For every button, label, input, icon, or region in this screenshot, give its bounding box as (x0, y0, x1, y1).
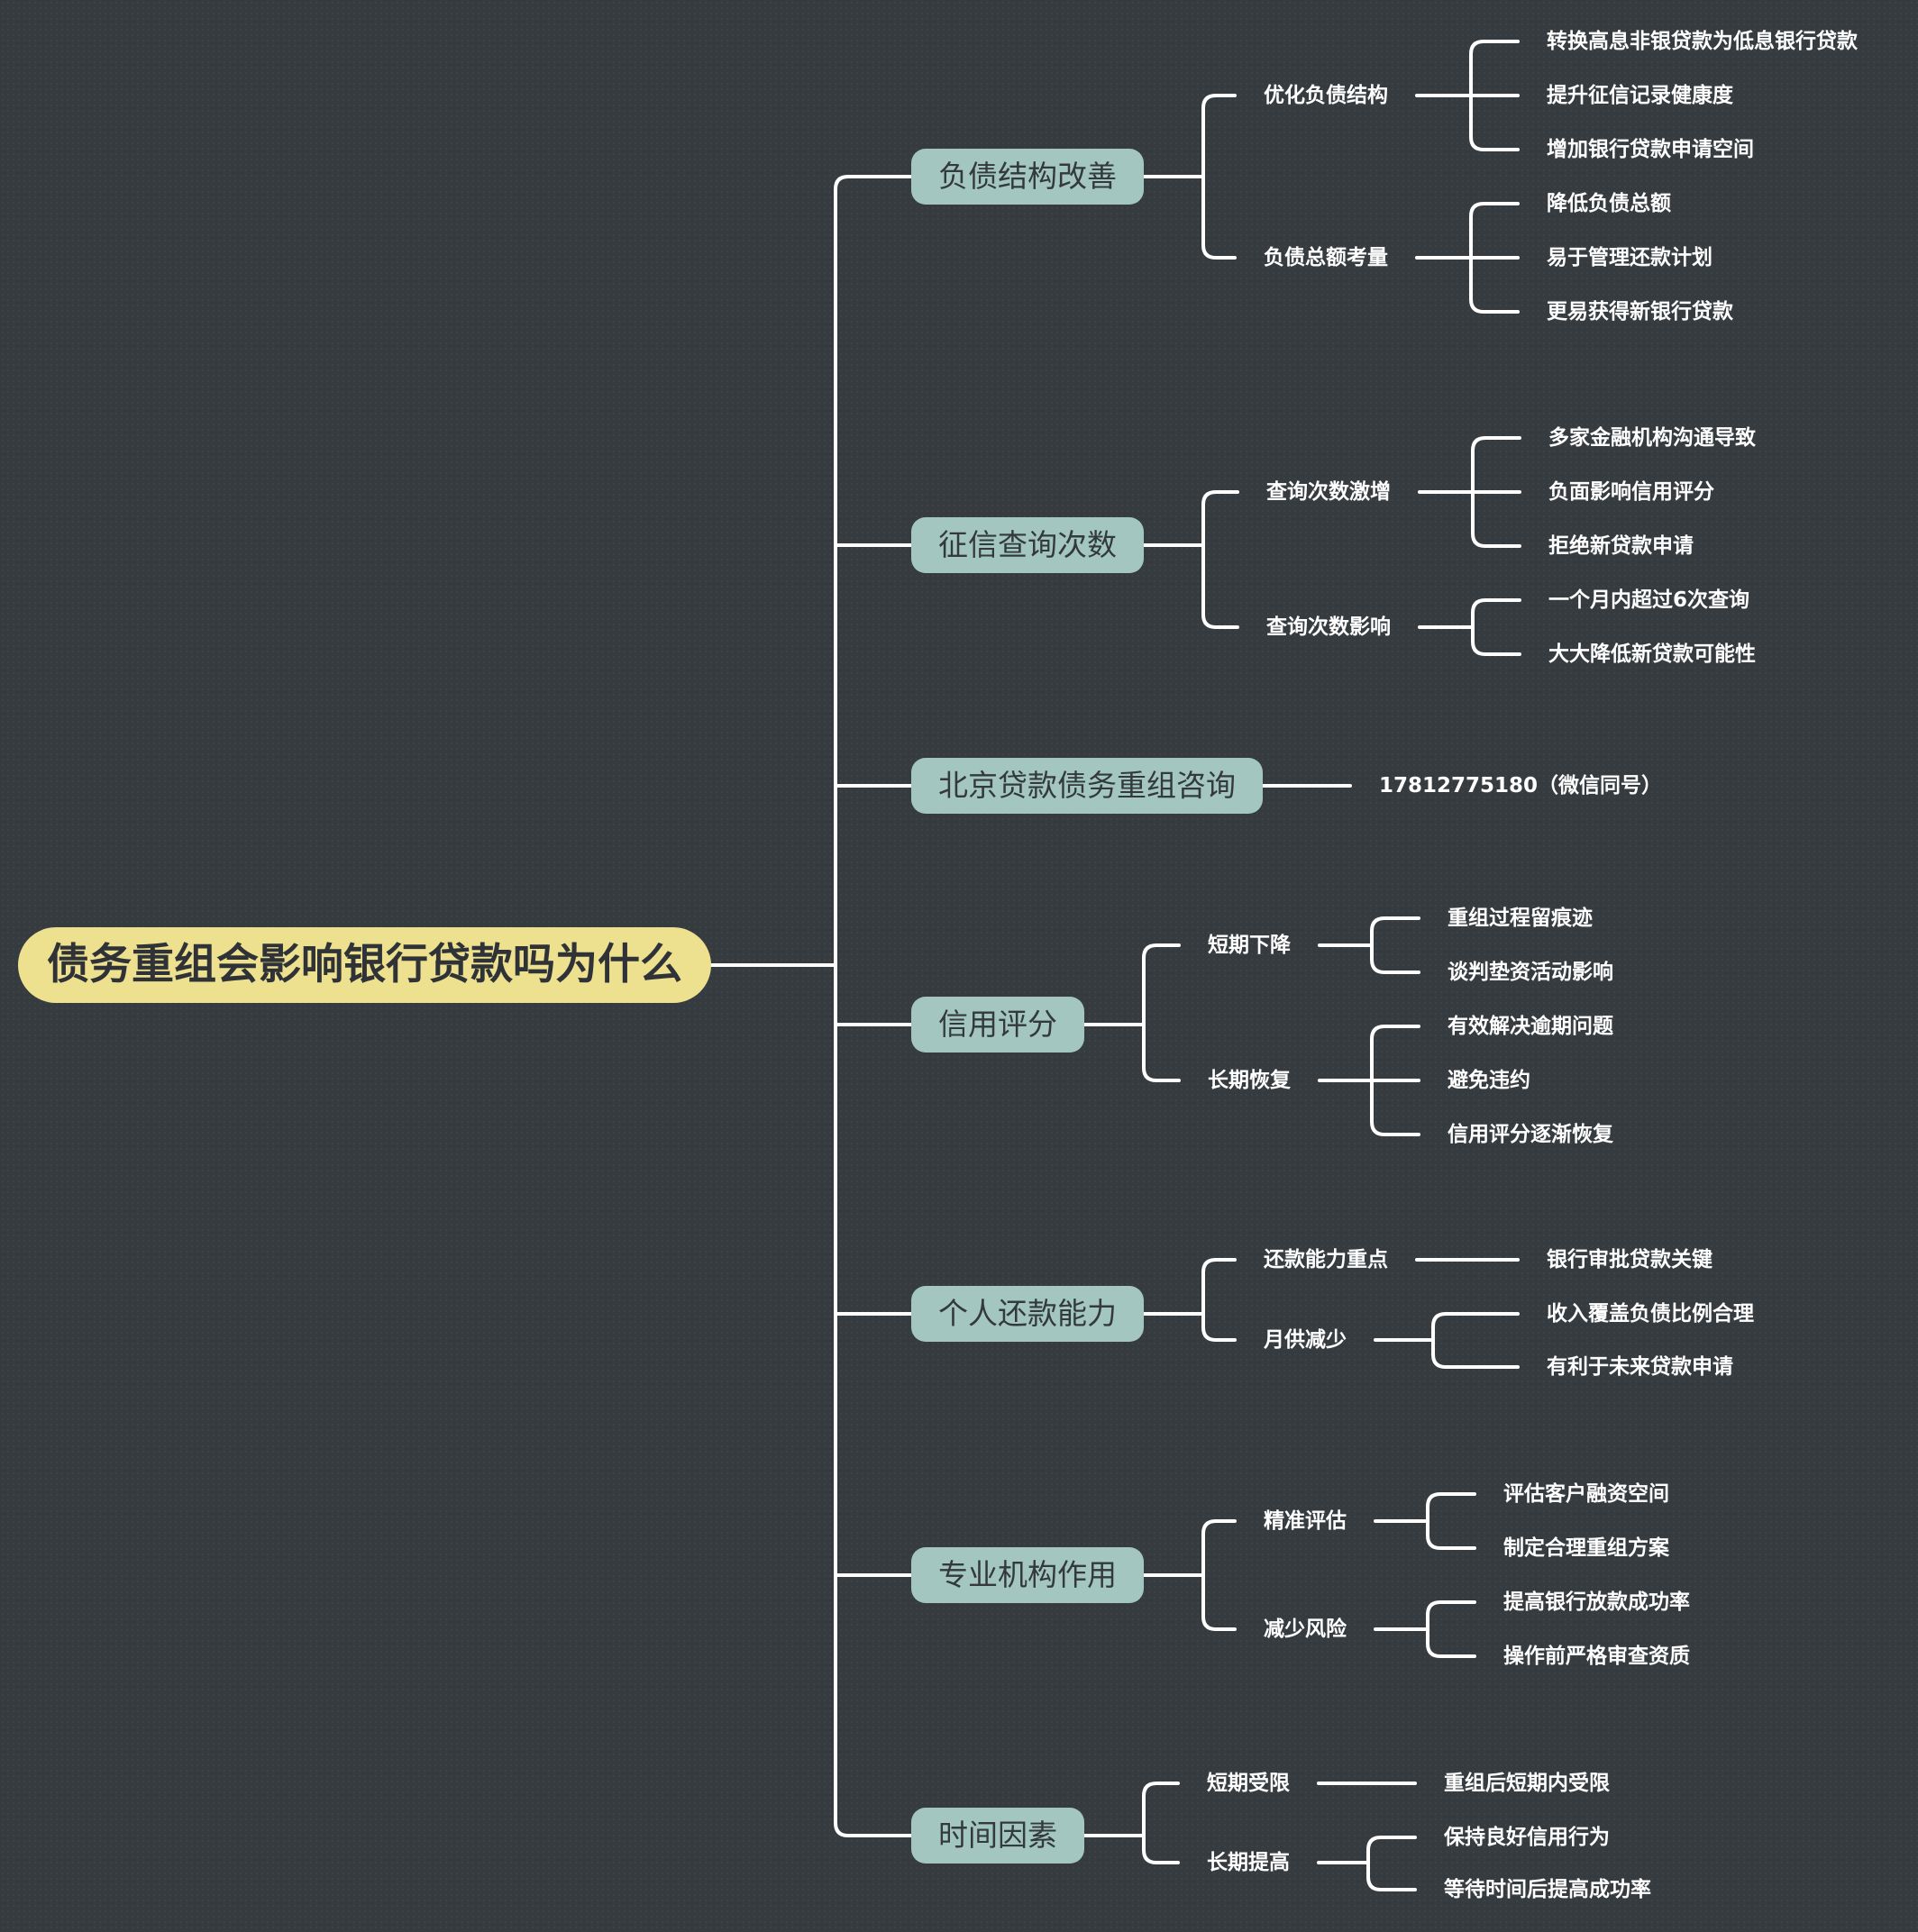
trunk-link (834, 175, 913, 967)
leaf-topic[interactable]: 更易获得新银行贷款 (1547, 300, 1733, 324)
sub-link (1471, 436, 1521, 494)
leaf-topic[interactable]: 降低负债总额 (1547, 192, 1671, 215)
leaf-topic[interactable]: 重组过程留痕迹 (1448, 907, 1593, 930)
branch-topic[interactable]: 时间因素 (911, 1808, 1084, 1864)
branch-topic[interactable]: 北京贷款债务重组咨询 (911, 758, 1263, 814)
leaf-topic[interactable]: 制定合理重组方案 (1503, 1536, 1669, 1560)
branch-link (1201, 175, 1237, 260)
subtopic[interactable]: 月供减少 (1264, 1328, 1347, 1352)
sub-link (1370, 1079, 1420, 1136)
sub-link (1426, 1627, 1476, 1658)
branch-link (1201, 1258, 1237, 1316)
sub-link (1431, 1338, 1520, 1369)
branch-topic[interactable]: 征信查询次数 (911, 517, 1144, 573)
sub-link (1469, 40, 1520, 97)
branch-link (1142, 1782, 1180, 1837)
leaf-topic[interactable]: 评估客户融资空间 (1503, 1482, 1669, 1506)
subtopic[interactable]: 查询次数影响 (1266, 615, 1391, 639)
branch-topic[interactable]: 信用评分 (911, 997, 1084, 1053)
leaf-topic[interactable]: 有效解决逾期问题 (1448, 1015, 1613, 1038)
leaf-topic[interactable]: 银行审批贷款关键 (1547, 1248, 1712, 1271)
subtopic[interactable]: 短期下降 (1208, 934, 1291, 957)
leaf-topic[interactable]: 增加银行贷款申请空间 (1547, 138, 1754, 161)
root-topic[interactable]: 债务重组会影响银行贷款吗为什么 (18, 927, 711, 1003)
subtopic[interactable]: 长期恢复 (1208, 1069, 1291, 1092)
branch-link (1142, 1023, 1181, 1082)
leaf-topic[interactable]: 操作前严格审查资质 (1503, 1645, 1690, 1668)
sub-link (1370, 916, 1420, 947)
leaf-topic[interactable]: 重组后短期内受限 (1444, 1772, 1610, 1795)
leaf-topic[interactable]: 有利于未来贷款申请 (1547, 1355, 1733, 1379)
sub-link (1431, 1312, 1520, 1342)
sub-link (1426, 1492, 1476, 1523)
sub-link (1370, 943, 1420, 974)
branch-link (1142, 943, 1181, 1026)
contact-info[interactable]: 17812775180（微信同号） (1379, 774, 1663, 797)
subtopic[interactable]: 优化负债结构 (1264, 84, 1388, 107)
leaf-topic[interactable]: 保持良好信用行为 (1444, 1826, 1610, 1849)
branch-link (1201, 1573, 1237, 1631)
leaf-topic[interactable]: 等待时间后提高成功率 (1444, 1878, 1651, 1901)
subtopic[interactable]: 还款能力重点 (1264, 1248, 1388, 1271)
leaf-topic[interactable]: 拒绝新贷款申请 (1548, 534, 1694, 558)
leaf-topic[interactable]: 多家金融机构沟通导致 (1548, 426, 1756, 450)
subtopic[interactable]: 精准评估 (1264, 1509, 1347, 1533)
branch-link (1201, 543, 1239, 629)
branch-link (1142, 1834, 1180, 1864)
sub-link (1469, 94, 1520, 151)
branch-link (1201, 1312, 1237, 1342)
subtopic[interactable]: 负债总额考量 (1264, 246, 1388, 269)
leaf-topic[interactable]: 易于管理还款计划 (1547, 246, 1712, 269)
subtopic[interactable]: 短期受限 (1207, 1772, 1290, 1795)
leaf-topic[interactable]: 避免违约 (1448, 1069, 1530, 1092)
leaf-topic[interactable]: 谈判垫资活动影响 (1448, 961, 1613, 984)
branch-topic[interactable]: 专业机构作用 (911, 1547, 1144, 1603)
branch-topic[interactable]: 个人还款能力 (911, 1286, 1144, 1342)
sub-link (1471, 598, 1521, 629)
leaf-topic[interactable]: 信用评分逐渐恢复 (1448, 1123, 1613, 1146)
sub-link (1426, 1519, 1476, 1550)
subtopic[interactable]: 长期提高 (1207, 1851, 1290, 1874)
leaf-topic[interactable]: 提高银行放款成功率 (1503, 1590, 1690, 1614)
branch-link (1201, 490, 1239, 547)
sub-link (1471, 625, 1521, 656)
leaf-topic[interactable]: 收入覆盖负债比例合理 (1547, 1302, 1754, 1326)
sub-link (1366, 1836, 1417, 1864)
leaf-topic[interactable]: 大大降低新贷款可能性 (1548, 642, 1756, 666)
leaf-topic[interactable]: 一个月内超过6次查询 (1548, 588, 1750, 612)
sub-link (1471, 490, 1521, 548)
sub-link (1370, 1025, 1420, 1082)
sub-link (1469, 256, 1520, 314)
subtopic[interactable]: 减少风险 (1264, 1618, 1347, 1641)
leaf-topic[interactable]: 提升征信记录健康度 (1547, 84, 1733, 107)
leaf-topic[interactable]: 负面影响信用评分 (1548, 480, 1714, 504)
sub-link (1469, 202, 1520, 260)
branch-link (1201, 1519, 1237, 1577)
trunk-link (834, 963, 913, 1837)
branch-link (1201, 94, 1237, 178)
subtopic[interactable]: 查询次数激增 (1266, 480, 1391, 504)
branch-topic[interactable]: 负债结构改善 (911, 149, 1144, 205)
sub-link (1366, 1861, 1417, 1891)
sub-link (1426, 1600, 1476, 1631)
leaf-topic[interactable]: 转换高息非银贷款为低息银行贷款 (1547, 30, 1858, 53)
